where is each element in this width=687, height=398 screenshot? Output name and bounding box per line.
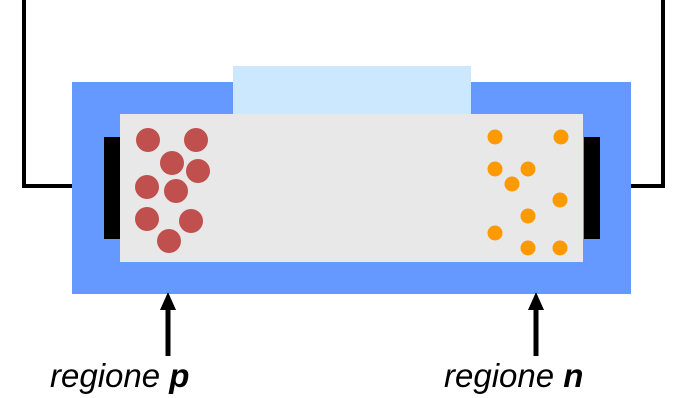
electron xyxy=(553,129,569,145)
electron xyxy=(552,240,568,256)
up-arrow-icon xyxy=(160,292,176,356)
right-contact xyxy=(584,137,600,239)
hole xyxy=(186,159,210,183)
hole xyxy=(157,229,181,253)
up-arrow-icon xyxy=(528,292,544,356)
electron xyxy=(520,208,536,224)
electron xyxy=(552,192,568,208)
p-region-label-prefix: regione xyxy=(50,357,170,394)
p-region-label-letter: p xyxy=(169,357,190,394)
hole xyxy=(179,209,203,233)
hole xyxy=(164,179,188,203)
electron xyxy=(487,129,503,145)
hole xyxy=(160,151,184,175)
n-region-label-letter: n xyxy=(563,357,584,394)
hole xyxy=(135,207,159,231)
electron xyxy=(520,240,536,256)
n-region-label-prefix: regione xyxy=(444,357,564,394)
n-region-label: regione n xyxy=(444,358,583,394)
electron xyxy=(487,225,503,241)
electron xyxy=(504,176,520,192)
top-layer xyxy=(233,66,471,114)
left-contact xyxy=(104,137,120,239)
electrons-group xyxy=(487,129,569,256)
hole xyxy=(136,128,160,152)
hole xyxy=(135,175,159,199)
p-region-label: regione p xyxy=(50,358,189,394)
holes-group xyxy=(135,128,210,253)
electron xyxy=(520,161,536,177)
electron xyxy=(487,161,503,177)
hole xyxy=(184,128,208,152)
